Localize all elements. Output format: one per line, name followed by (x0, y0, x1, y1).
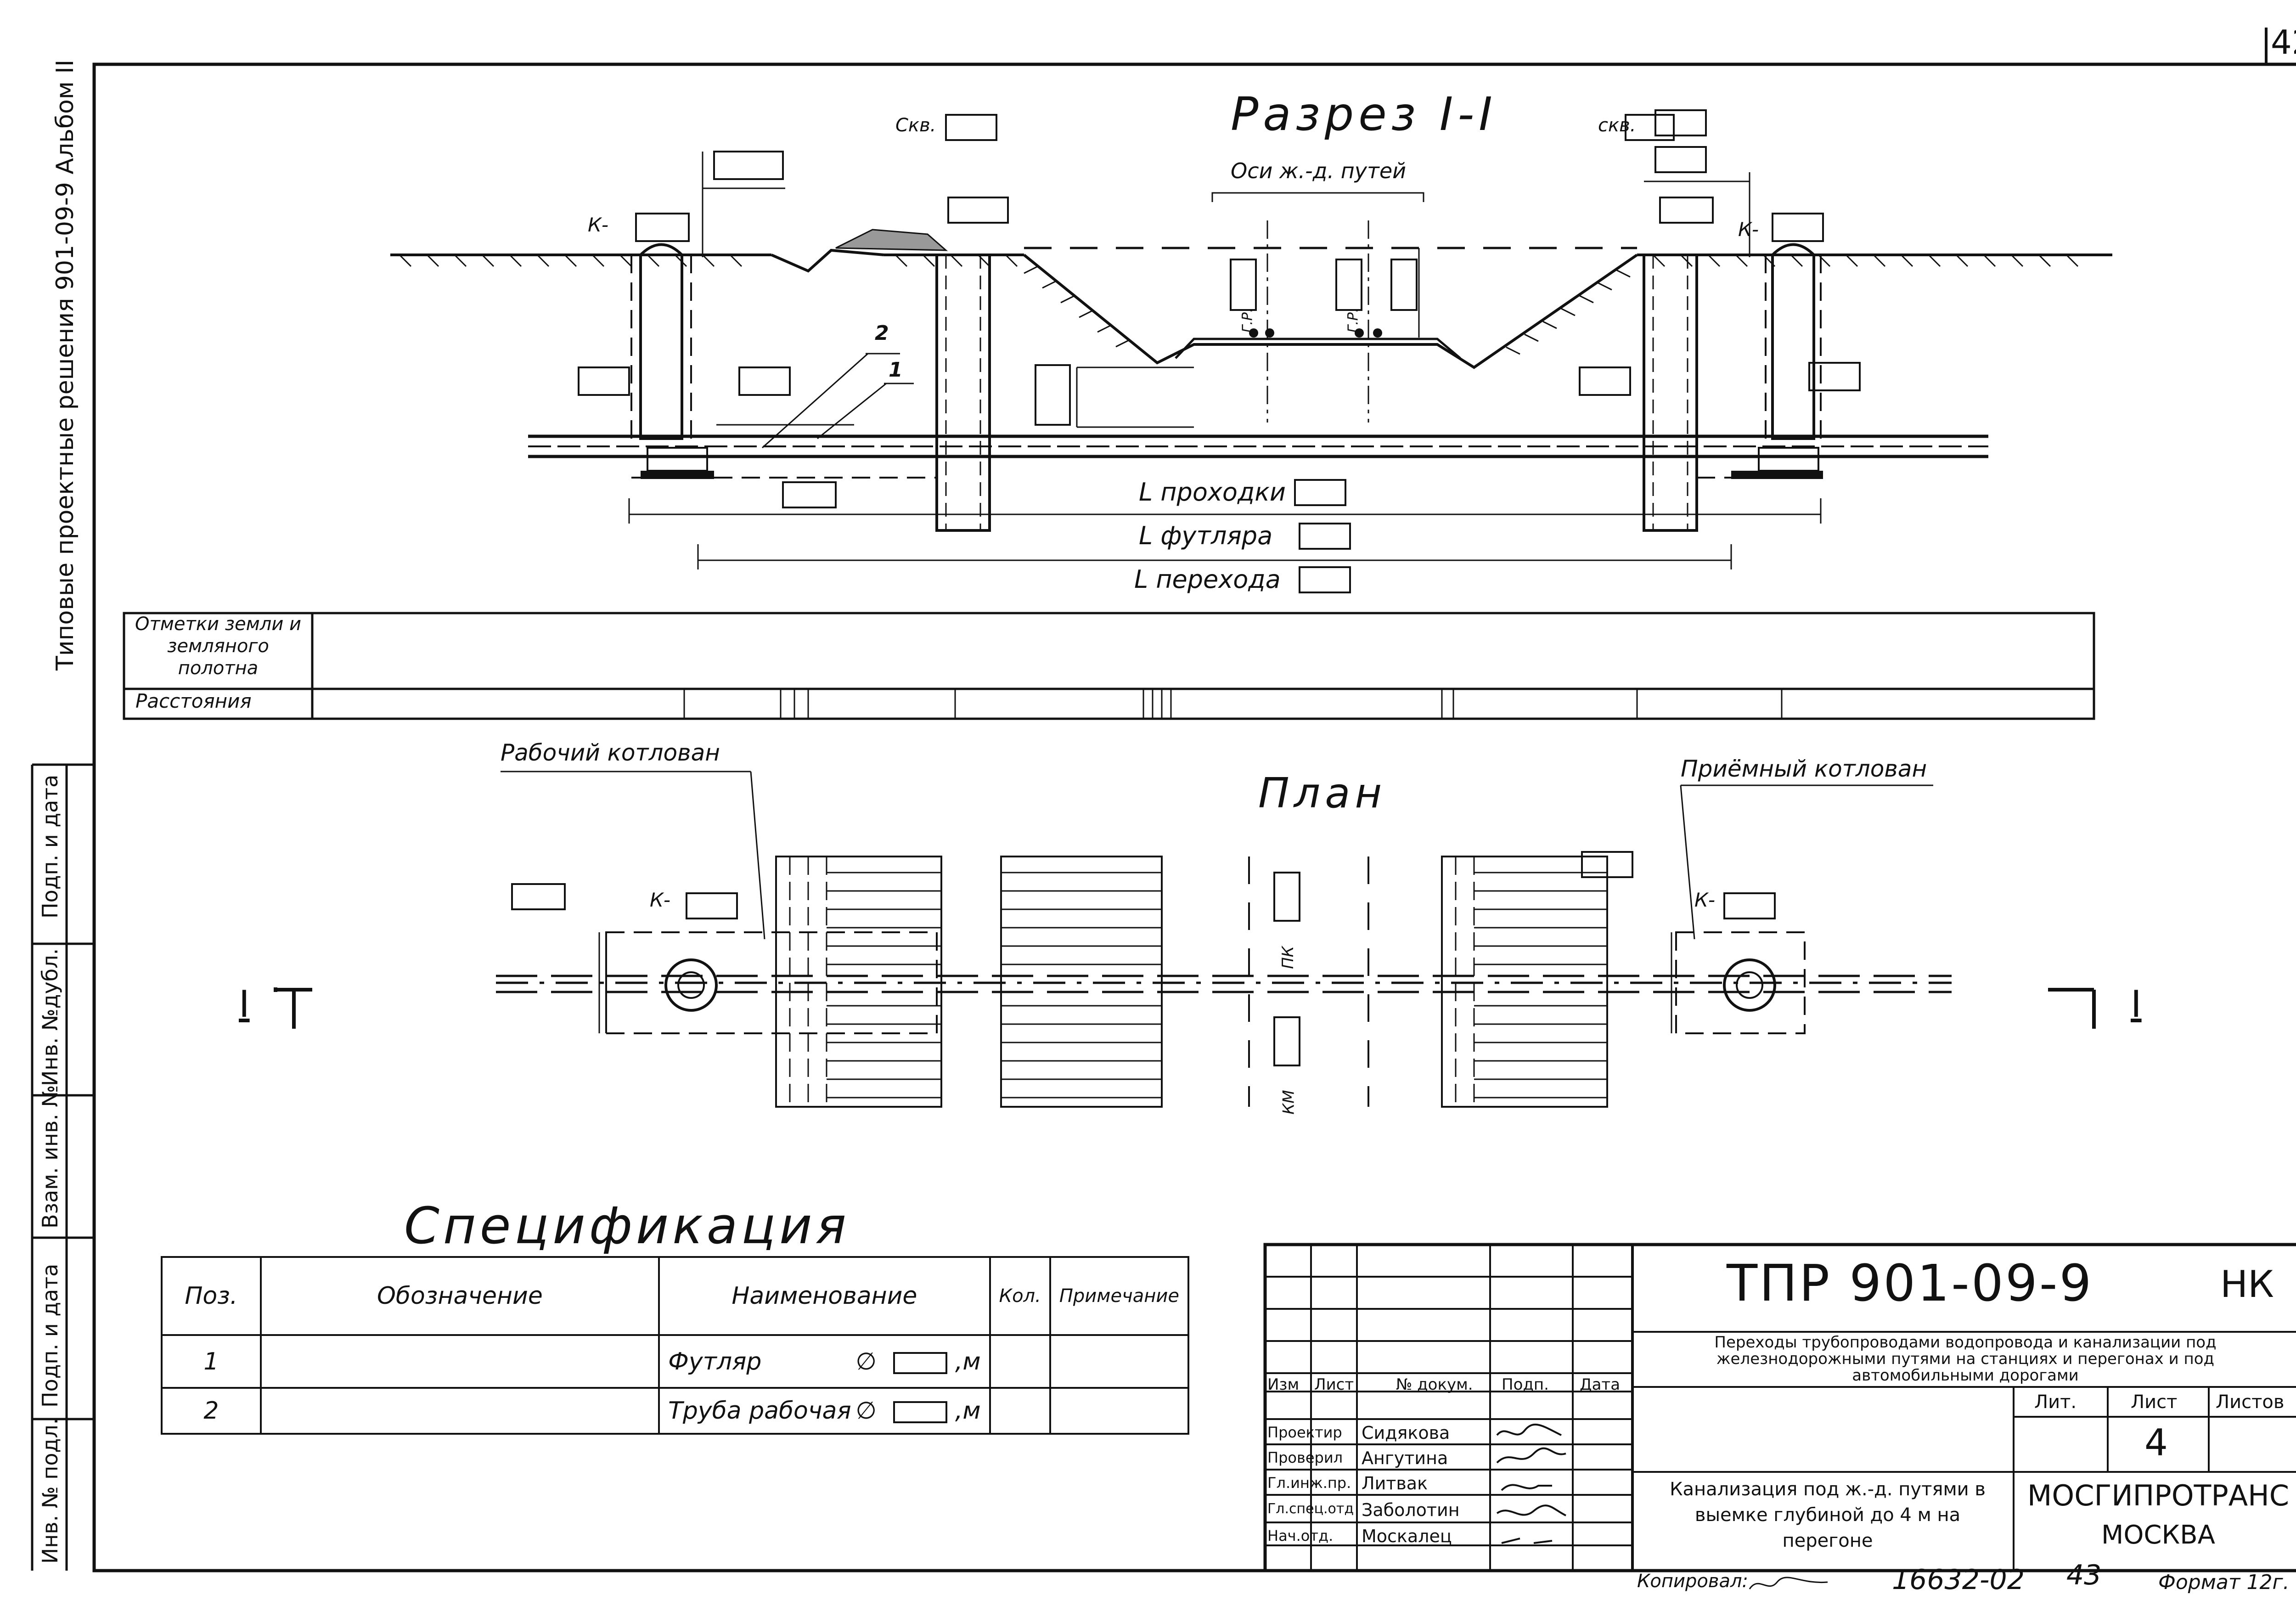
stamp-role: Нач.отд. (1267, 1527, 1334, 1544)
spec-row-qty (989, 1334, 1051, 1389)
spec-header-row: Поз. Обозначение Наименование Кол. Приме… (161, 1256, 1190, 1336)
order-number: 16632-02 (1892, 1564, 2025, 1596)
mark-k-right: К- (1738, 218, 1759, 241)
spec-row-note (1049, 1334, 1190, 1389)
diameter-symbol: ∅ (855, 1397, 877, 1425)
stamp-col-sign: Подп. (1502, 1375, 1549, 1394)
spec-row-designation (259, 1334, 660, 1389)
page-number: 43 (2066, 1559, 2102, 1591)
spec-row-name: Футляр (668, 1347, 762, 1375)
stamp-role: Проектир (1267, 1424, 1342, 1441)
mark-k-left: К- (588, 214, 608, 236)
diameter-box (893, 1401, 948, 1423)
callout-1: 1 (889, 358, 903, 382)
spec-title: Спецификация (404, 1196, 850, 1255)
stamp-role: Гл.инж.пр. (1267, 1474, 1351, 1492)
plan-mark-k-right: К- (1694, 889, 1715, 911)
stamp-person: Литвак (1362, 1473, 1428, 1493)
spec-row-pos: 1 (161, 1334, 262, 1389)
spec-row-size: ∅ ,м (856, 1397, 981, 1425)
stamp-col-list: Лист (1314, 1375, 1354, 1394)
stamp-person: Заболотин (1362, 1500, 1460, 1520)
stamp-city: МОСКВА (2101, 1520, 2215, 1550)
signature-3 (1501, 1484, 1552, 1491)
receiving-pit-label: Приёмный котлован (1681, 755, 1927, 782)
spec-row-name-cell: Футляр ∅ ,м (658, 1334, 991, 1389)
spec-row-size: ∅ ,м (856, 1348, 981, 1375)
stamp-person: Ангутина (1362, 1448, 1448, 1468)
stamp-col-izm: Изм (1267, 1375, 1300, 1394)
spec-header-note: Примечание (1049, 1256, 1190, 1336)
spec-row-unit: ,м (955, 1347, 981, 1375)
section-title: Разрез I-I (1231, 87, 1497, 141)
stamp-sheet-title: Канализация под ж.-д. путями в выемке гл… (1670, 1479, 1986, 1551)
stamp-col-date: Дата (1580, 1375, 1621, 1394)
stamp-role: Проверил (1267, 1449, 1343, 1466)
spec-row-name: Труба рабочая (668, 1397, 851, 1425)
spec-header-pos: Поз. (161, 1256, 262, 1336)
stamp-sheet-value: 4 (2144, 1421, 2168, 1464)
signature-2 (1496, 1447, 1566, 1464)
spec-row-note (1049, 1387, 1190, 1435)
signatures (1496, 1423, 1566, 1544)
spec-header-name: Наименование (658, 1256, 991, 1336)
stamp-lit-label: Лит. (2034, 1392, 2077, 1413)
stamp-code-suffix: НК (2220, 1263, 2274, 1306)
stamp-organization: МОСГИПРОТРАНС (2027, 1479, 2290, 1512)
section-mark-left: I (239, 983, 250, 1026)
l-casing-label: L футляра (1139, 521, 1273, 550)
stamp-person: Москалец (1362, 1526, 1452, 1546)
spec-row-qty (989, 1387, 1051, 1435)
spec-header-qty: Кол. (989, 1256, 1051, 1336)
copied-by-signature (1749, 1577, 1828, 1589)
spec-row: 2 Труба рабочая ∅ ,м (161, 1387, 1190, 1435)
spec-row-pos: 2 (161, 1387, 262, 1435)
sheet-number: 42 (2271, 23, 2296, 62)
stamp-person: Сидякова (1362, 1423, 1450, 1443)
spec-row: 1 Футляр ∅ ,м (161, 1334, 1190, 1389)
spec-row-designation (259, 1387, 660, 1435)
plan-title: План (1258, 769, 1387, 817)
signature-5 (1501, 1538, 1553, 1544)
diameter-symbol: ∅ (855, 1347, 877, 1375)
stamp-project-title: Переходы трубопроводами водопровода и ка… (1714, 1333, 2217, 1385)
spec-table: Поз. Обозначение Наименование Кол. Приме… (161, 1256, 1190, 1435)
spec-row-unit: ,м (955, 1397, 981, 1425)
stamp-code: ТПР 901-09-9 (1727, 1254, 2093, 1313)
l-crossing-label: L перехода (1134, 565, 1281, 594)
copied-by-label: Копировал: (1637, 1571, 1749, 1592)
well-label-left: Скв. (895, 115, 936, 136)
section-mark-right: I (2131, 983, 2142, 1026)
signature-1 (1496, 1423, 1562, 1436)
profile-row-distances: Расстояния (135, 690, 252, 712)
signature-4 (1496, 1505, 1566, 1516)
work-pit-label: Рабочий котлован (501, 739, 720, 766)
well-label-right: скв. (1598, 115, 1636, 136)
plan-mark-k-left: К- (650, 889, 670, 911)
track-axes-label: Оси ж.-д. путей (1231, 158, 1407, 183)
format-label: Формат 12г. (2158, 1571, 2290, 1594)
stamp-sheet-label: Лист (2131, 1392, 2178, 1413)
spec-row-name-cell: Труба рабочая ∅ ,м (658, 1387, 991, 1435)
stamp-col-doc: № докум. (1396, 1375, 1473, 1394)
spec-header-designation: Обозначение (259, 1256, 660, 1336)
diameter-box (893, 1352, 948, 1374)
profile-row-elevations: Отметки земли и земляного полотна (135, 614, 302, 679)
l-tunnel-label: L проходки (1139, 478, 1286, 507)
stamp-role: Гл.спец.отд (1267, 1501, 1354, 1517)
stamp-sheets-label: Листов (2216, 1392, 2285, 1413)
callout-2: 2 (875, 321, 889, 345)
